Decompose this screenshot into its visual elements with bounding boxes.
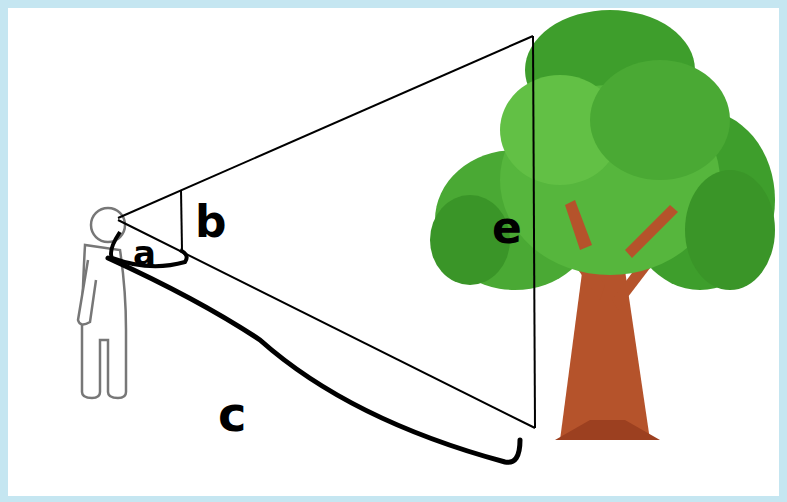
dimension-label: b: [195, 200, 227, 244]
background: [8, 8, 779, 496]
dimension-label: c: [218, 390, 246, 438]
dimension-label: a: [133, 236, 156, 270]
tree: [430, 10, 775, 440]
distance-bracket: [108, 258, 520, 462]
tree-height-line: [533, 36, 535, 428]
ruler-line: [181, 190, 182, 250]
dimension-label: e: [492, 206, 522, 250]
sight-lines: [118, 36, 535, 428]
